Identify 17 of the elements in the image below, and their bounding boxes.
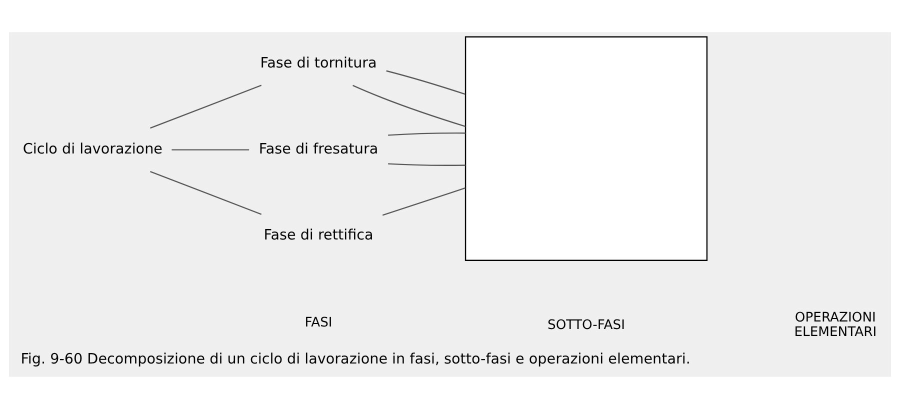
node-text: Fase di tornitura — [260, 54, 376, 71]
node-text: Fase di fresatura — [258, 141, 378, 158]
connector — [382, 186, 466, 216]
connector — [388, 132, 465, 136]
node-text: Ciclo di lavorazione — [22, 141, 162, 158]
label: OPERAZIONI ELEMENTARI — [794, 310, 876, 340]
node-text: Fase di rettifica — [263, 227, 373, 244]
connector — [386, 70, 465, 94]
connector — [150, 170, 262, 214]
connector — [352, 84, 466, 126]
connector — [388, 162, 465, 166]
node-box — [464, 36, 708, 260]
label: FASI — [304, 314, 332, 330]
caption: Fig. 9-60 Decomposizione di un ciclo di lavorazione in fasi, sotto-fasi e operazioni elementari. — [20, 350, 690, 367]
label: SOTTO-FASI — [547, 317, 624, 332]
connector — [171, 148, 249, 150]
connector — [150, 84, 262, 128]
